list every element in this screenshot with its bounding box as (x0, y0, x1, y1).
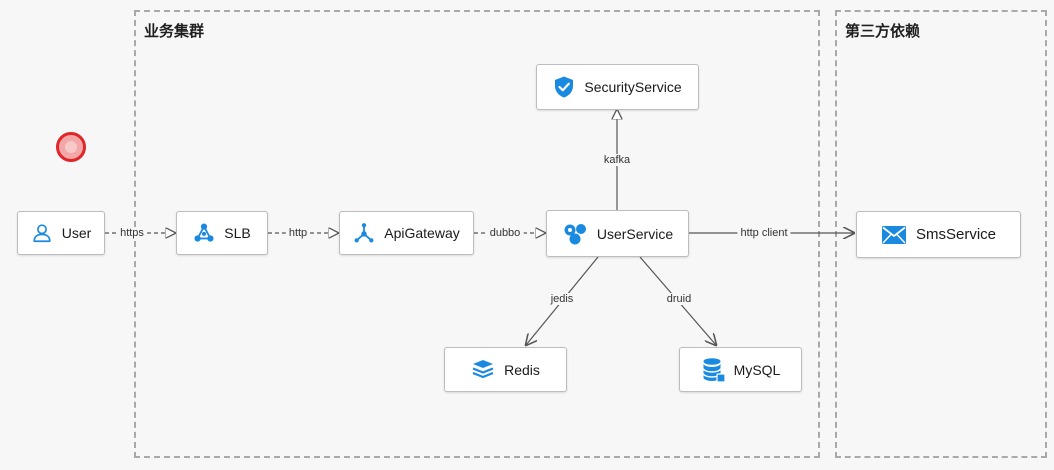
business-cluster-title: 业务集群 (144, 22, 205, 40)
node-userservice-label: UserService (596, 225, 674, 242)
database-stack-icon (471, 359, 495, 381)
user-icon (31, 222, 53, 244)
edge-label-http-client: http client (737, 227, 791, 239)
hexagon-cluster-icon (562, 222, 588, 246)
envelope-icon (881, 225, 907, 245)
node-slb[interactable]: SLB (176, 211, 268, 255)
edge-label-http: http (285, 227, 311, 239)
thirdparty-cluster: 第三方依赖 (835, 10, 1047, 458)
shield-check-icon (553, 75, 575, 99)
edge-label-dubbo: dubbo (486, 227, 524, 239)
node-slb-label: SLB (224, 225, 251, 241)
node-securityservice[interactable]: SecurityService (536, 64, 699, 110)
node-smsservice[interactable]: SmsService (856, 211, 1021, 258)
cursor-indicator (56, 132, 86, 162)
node-userservice[interactable]: UserService (546, 210, 689, 257)
edge-label-kafka: kafka (600, 154, 634, 166)
node-redis[interactable]: Redis (444, 347, 567, 392)
node-apigateway-label: ApiGateway (384, 225, 460, 241)
edge-label-druid: druid (663, 293, 695, 305)
node-mysql[interactable]: MySQL (679, 347, 802, 392)
database-icon (701, 357, 725, 383)
gateway-icon (353, 222, 375, 244)
edge-label-https: https (117, 227, 147, 239)
node-redis-label: Redis (504, 361, 540, 378)
node-securityservice-label: SecurityService (584, 79, 682, 95)
thirdparty-cluster-title: 第三方依赖 (845, 22, 921, 40)
node-smsservice-label: SmsService (915, 226, 997, 243)
node-user[interactable]: User (17, 211, 105, 255)
node-mysql-label: MySQL (733, 361, 781, 378)
edge-label-jedis: jedis (547, 293, 577, 305)
node-user-label: User (61, 225, 92, 241)
node-apigateway[interactable]: ApiGateway (339, 211, 474, 255)
network-hub-icon (193, 222, 215, 244)
